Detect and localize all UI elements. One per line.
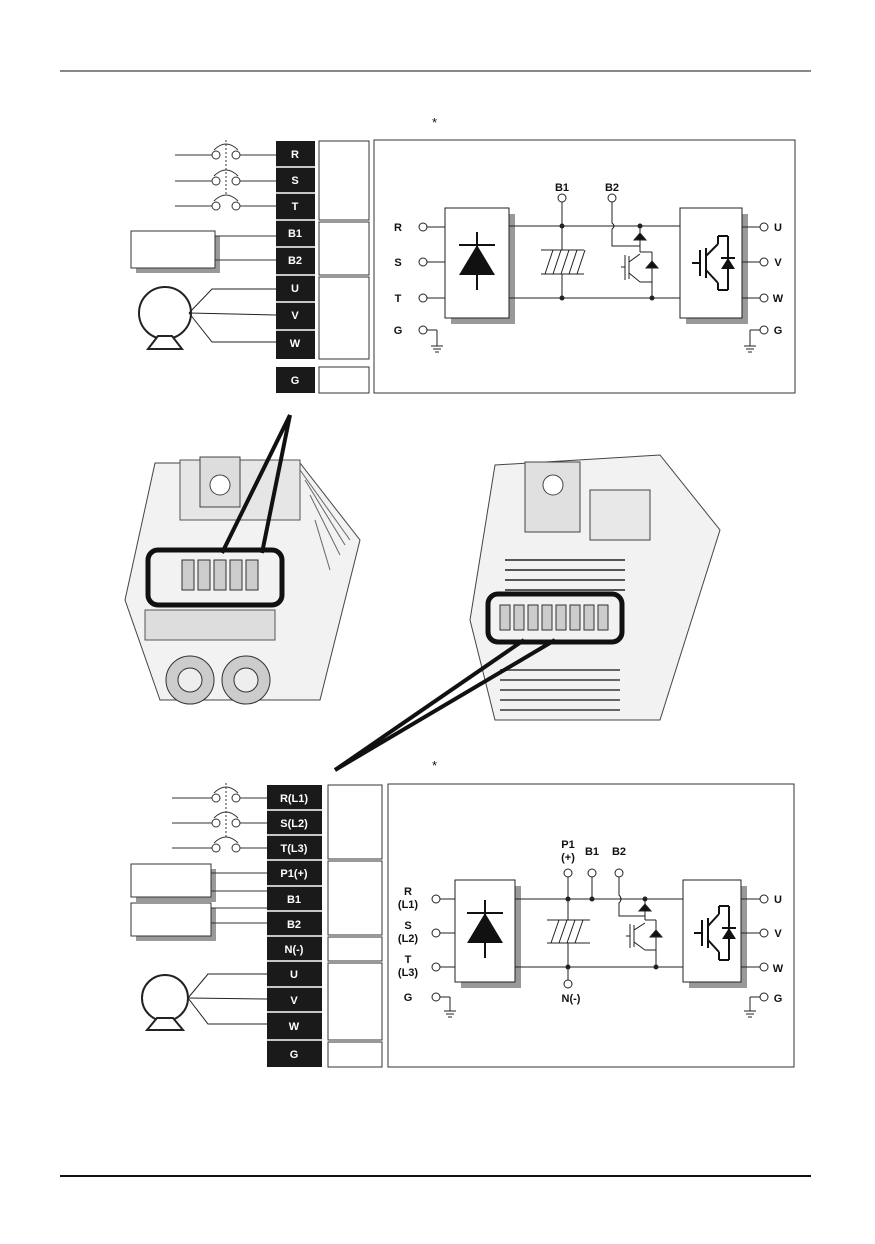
bottom-term-v: V [290, 995, 298, 1007]
top-wiring-diagram: * [130, 115, 796, 394]
bottom-in-s: S [404, 920, 411, 932]
inverter-photo-left [124, 456, 361, 705]
top-dc-b1: B1 [555, 182, 569, 194]
top-term-b1: B1 [288, 228, 302, 240]
top-dc-b2: B2 [605, 182, 619, 194]
top-braking-resistor [130, 230, 276, 273]
bottom-term-p1: P1(+) [280, 868, 308, 880]
top-term-t: T [292, 201, 299, 213]
bottom-in-t-sub: (L3) [398, 967, 419, 979]
bottom-motor [141, 973, 268, 1031]
bottom-in-s-sub: (L2) [398, 933, 419, 945]
bottom-term-n: N(-) [285, 944, 304, 956]
bottom-dc-reactor-box [130, 863, 267, 902]
top-in-s: S [394, 257, 401, 269]
top-in-g: G [394, 325, 403, 337]
top-in-t: T [395, 293, 402, 305]
bottom-in-r-sub: (L1) [398, 899, 419, 911]
bottom-wiring-diagram: * [130, 758, 795, 1068]
bottom-out-g: G [774, 993, 783, 1005]
top-out-w: W [773, 293, 784, 305]
bottom-circuit: R (L1) S (L2) T (L3) G U V W G P1 (+) B1… [387, 783, 795, 1068]
top-term-u: U [291, 283, 299, 295]
bottom-in-r: R [404, 886, 412, 898]
bottom-dc-b1: B1 [585, 846, 599, 858]
bottom-n: N(-) [562, 993, 581, 1005]
bottom-braking-resistor [130, 902, 267, 941]
top-breaker-r [175, 140, 276, 211]
bottom-term-b1: B1 [287, 894, 301, 906]
bottom-out-v: V [774, 928, 782, 940]
bottom-term-g: G [290, 1049, 299, 1061]
bottom-out-u: U [774, 894, 782, 906]
bottom-in-g: G [404, 992, 413, 1004]
top-out-v: V [774, 257, 782, 269]
bottom-term-t: T(L3) [281, 843, 308, 855]
top-term-r: R [291, 149, 299, 161]
bottom-marker: * [432, 758, 437, 773]
inverter-callout-lines-bottom [333, 638, 557, 772]
top-marker: * [432, 115, 437, 130]
top-term-g: G [291, 375, 300, 387]
bottom-p1: P1 [561, 839, 574, 851]
top-terminal-block: R S T B1 B2 U V W G [276, 140, 370, 394]
top-term-b2: B2 [288, 255, 302, 267]
top-circuit: R S T G U V W G B1 B2 [373, 139, 796, 394]
bottom-breaker [172, 783, 267, 853]
bottom-term-u: U [290, 969, 298, 981]
bottom-out-w: W [773, 963, 784, 975]
inverter-photo-right [469, 454, 721, 721]
bottom-term-w: W [289, 1021, 300, 1033]
inverter-callout-lines-top [220, 414, 292, 554]
top-out-g: G [774, 325, 783, 337]
top-term-v: V [291, 310, 299, 322]
bottom-in-t: T [405, 954, 412, 966]
bottom-term-s: S(L2) [280, 818, 308, 830]
top-term-s: S [291, 175, 298, 187]
bottom-term-b2: B2 [287, 919, 301, 931]
top-term-w: W [290, 338, 301, 350]
top-motor [138, 286, 277, 350]
bottom-terminal-block: R(L1) S(L2) T(L3) P1(+) B1 B2 N(-) U V W… [267, 784, 383, 1068]
top-out-u: U [774, 222, 782, 234]
bottom-p1-sub: (+) [561, 852, 575, 864]
top-in-r: R [394, 222, 402, 234]
bottom-term-r: R(L1) [280, 793, 308, 805]
bottom-dc-b2: B2 [612, 846, 626, 858]
